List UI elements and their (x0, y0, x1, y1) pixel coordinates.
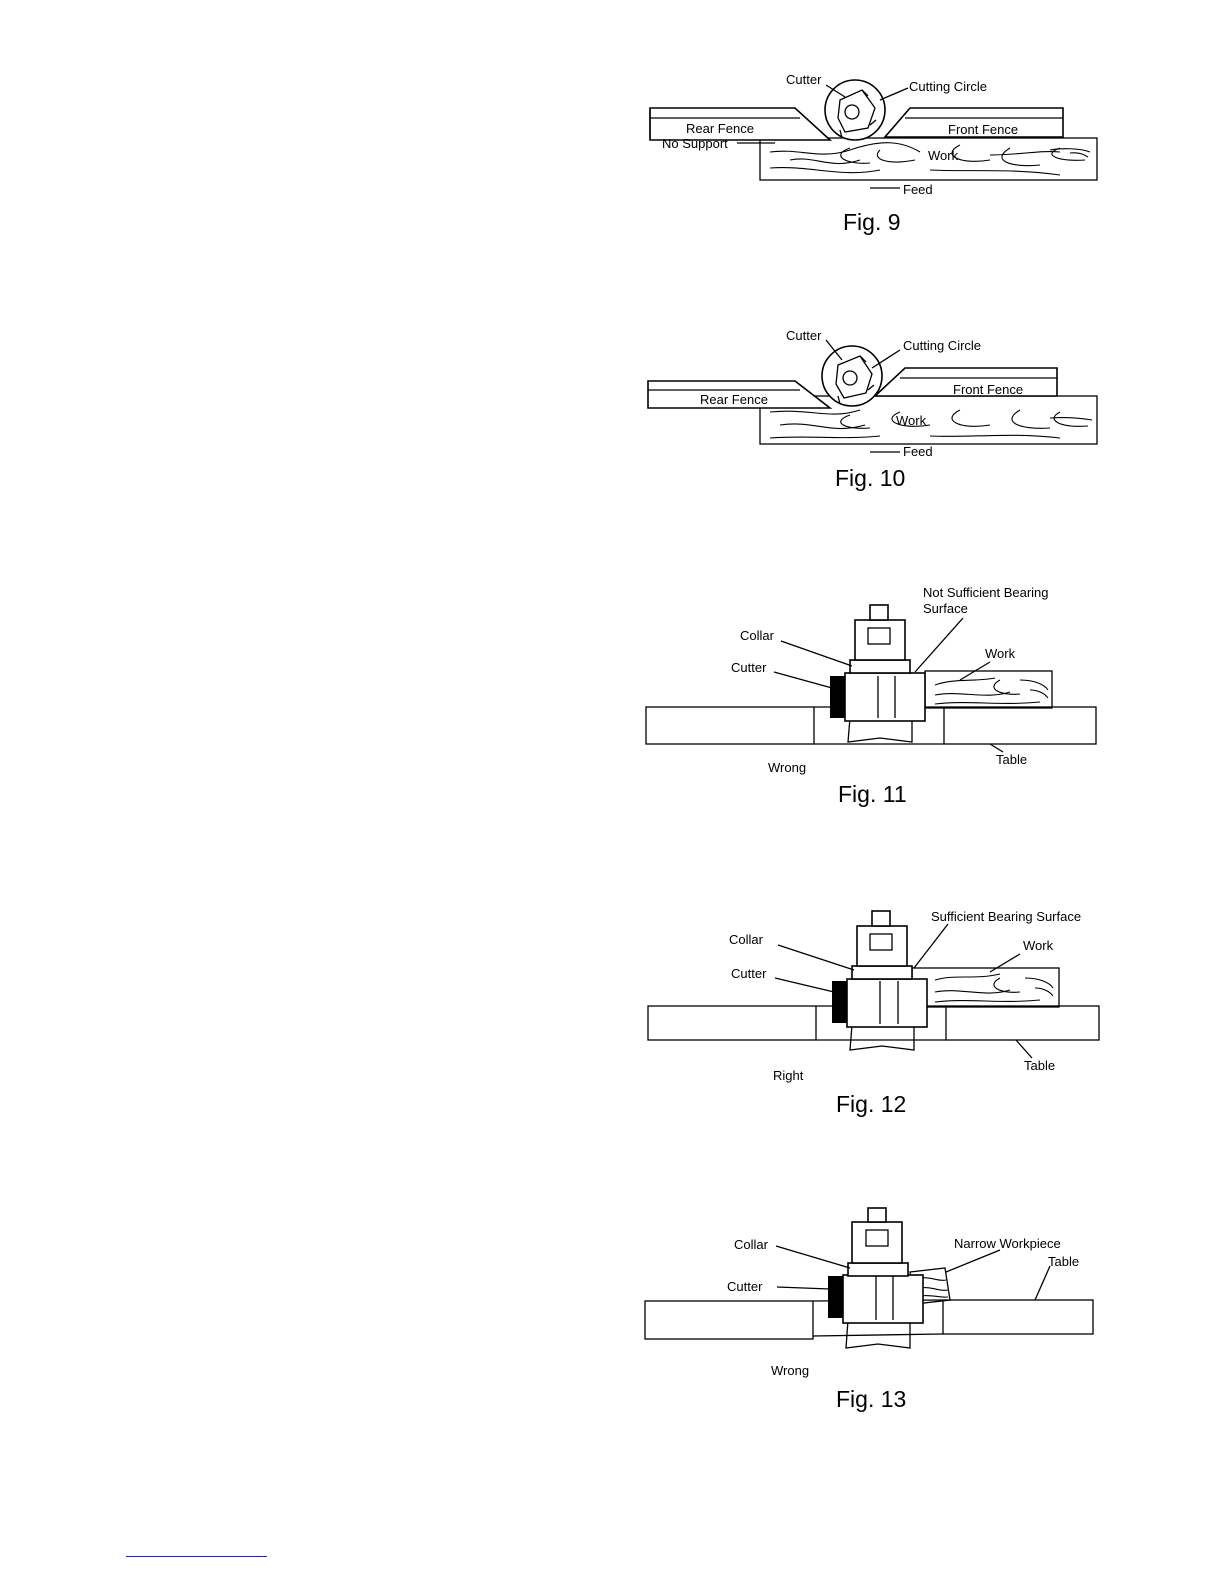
fig11-label-table: Table (996, 752, 1027, 767)
figure-10: Cutter Cutting Circle Rear Fence Front F… (620, 325, 1120, 495)
fig12-label-bearing: Sufficient Bearing Surface (931, 909, 1081, 924)
fig13-diagram: Collar Cutter Narrow Workpiece Table Wro… (644, 1207, 1094, 1412)
fig11-cutter (830, 676, 845, 718)
fig11-nut (854, 619, 906, 661)
fig11-caption: Fig. 11 (838, 781, 907, 807)
fig11-label-bearing-2: Surface (923, 601, 968, 616)
fig13-cutter (828, 1276, 843, 1318)
fig9-work-piece (759, 137, 1098, 181)
fig11-table-left (645, 706, 815, 745)
fig12-cutter (832, 981, 847, 1023)
fig10-label-work: Work (896, 413, 927, 428)
fig13-spindle-body (842, 1274, 924, 1324)
fig9-label-front-fence: Front Fence (948, 122, 1018, 137)
fig13-label-table: Table (1048, 1254, 1079, 1269)
fig10-label-front-fence: Front Fence (953, 382, 1023, 397)
fig13-caption: Fig. 13 (836, 1386, 906, 1412)
fig12-spindle-body (846, 978, 928, 1028)
fig10-label-rear-fence: Rear Fence (700, 392, 768, 407)
fig12-spindle-tip (871, 910, 891, 927)
fig9-label-feed: Feed (903, 182, 933, 197)
fig9-front-fence (883, 107, 1064, 138)
fig10-label-cutter: Cutter (786, 328, 822, 343)
fig12-caption: Fig. 12 (836, 1091, 906, 1117)
fig11-spindle-bottom (847, 717, 913, 743)
figure-12: Sufficient Bearing Surface Collar Cutter… (620, 900, 1120, 1120)
fig9-label-work: Work (928, 148, 959, 163)
fig11-label-work: Work (985, 646, 1016, 661)
fig13-label-verdict: Wrong (771, 1363, 809, 1378)
fig9-caption: Fig. 9 (843, 209, 901, 235)
fig13-label-collar: Collar (734, 1237, 769, 1252)
fig10-label-cutting-circle: Cutting Circle (903, 338, 981, 353)
fig11-label-verdict: Wrong (768, 760, 806, 775)
fig11-spindle-tip (869, 604, 889, 621)
fig11-label-bearing: Not Sufficient Bearing (923, 585, 1049, 600)
figure-9: Cutter Cutting Circle Rear Fence Front F… (620, 70, 1120, 240)
fig10-front-fence (872, 367, 1058, 397)
fig13-table-left (644, 1300, 814, 1340)
figure-13: Collar Cutter Narrow Workpiece Table Wro… (620, 1200, 1120, 1420)
fig13-nut (851, 1221, 903, 1264)
fig12-spindle-bottom (849, 1024, 915, 1051)
fig10-rear-fence (647, 380, 833, 409)
fig12-label-work: Work (1023, 938, 1054, 953)
fig12-label-cutter: Cutter (731, 966, 767, 981)
fig12-diagram: Sufficient Bearing Surface Collar Cutter… (647, 909, 1100, 1117)
fig10-label-feed: Feed (903, 444, 933, 459)
fig9-cutting-circle (824, 79, 886, 141)
fig12-table-right (945, 1005, 1100, 1041)
fig11-label-collar: Collar (740, 628, 775, 643)
fig13-label-cutter: Cutter (727, 1279, 763, 1294)
fig11-spindle-body (844, 672, 926, 722)
fig9-label-cutter: Cutter (786, 72, 822, 87)
fig9-label-no-support: No Support (662, 136, 728, 151)
fig12-label-collar: Collar (729, 932, 764, 947)
fig11-diagram: Not Sufficient Bearing Surface Collar Cu… (645, 585, 1097, 807)
fig11-table-right (943, 706, 1097, 745)
fig11-label-cutter: Cutter (731, 660, 767, 675)
fig13-table-right (942, 1299, 1094, 1335)
fig12-label-table: Table (1024, 1058, 1055, 1073)
fig9-label-rear-fence: Rear Fence (686, 121, 754, 136)
fig10-diagram: Cutter Cutting Circle Rear Fence Front F… (647, 328, 1098, 491)
fig10-cutting-circle (821, 345, 883, 407)
footer-rule (126, 1556, 267, 1557)
fig9-label-cutting-circle: Cutting Circle (909, 79, 987, 94)
fig13-collar (847, 1262, 909, 1277)
fig12-table-left (647, 1005, 817, 1041)
fig11-collar (849, 659, 911, 674)
fig13-spindle-bottom (845, 1319, 911, 1349)
fig10-caption: Fig. 10 (835, 465, 905, 491)
fig9-diagram: Cutter Cutting Circle Rear Fence Front F… (649, 72, 1098, 235)
figure-11: Not Sufficient Bearing Surface Collar Cu… (620, 580, 1120, 810)
fig12-nut (856, 925, 908, 967)
fig12-collar (851, 965, 913, 980)
fig9-wood-grain (769, 142, 1091, 176)
fig13-label-narrow: Narrow Workpiece (954, 1236, 1061, 1251)
fig10-wood-grain (769, 409, 1093, 439)
fig12-label-verdict: Right (773, 1068, 804, 1083)
fig13-spindle-tip (867, 1207, 887, 1223)
